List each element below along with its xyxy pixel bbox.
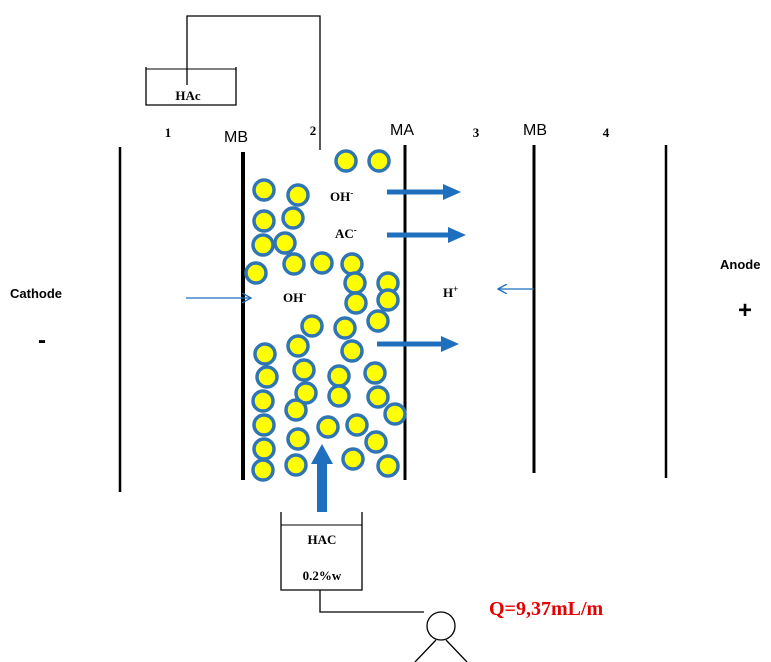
resin-bead bbox=[244, 261, 268, 285]
thick-arrow-oh bbox=[387, 184, 461, 200]
ion-label-ac: AC- bbox=[335, 225, 357, 241]
resin-bead bbox=[252, 437, 276, 461]
resin-bead bbox=[343, 271, 367, 295]
bottom-reservoir-label: HAC bbox=[308, 532, 337, 547]
resin-bead bbox=[341, 447, 365, 471]
resin-bead bbox=[334, 149, 358, 173]
resin-bead bbox=[284, 398, 308, 422]
resin-bead bbox=[300, 314, 324, 338]
compartment-1-label: 1 bbox=[165, 125, 172, 140]
top-feed-tube bbox=[186, 15, 321, 150]
resin-bead bbox=[363, 361, 387, 385]
membrane-mb-right-label: MB bbox=[523, 122, 547, 139]
thick-arrow-upflow bbox=[311, 444, 333, 512]
thick-arrow-ac bbox=[387, 227, 466, 243]
compartment-4-label: 4 bbox=[603, 125, 610, 140]
resin-bead bbox=[376, 288, 400, 312]
cathode-sign: - bbox=[38, 327, 46, 354]
compartment-3-label: 3 bbox=[473, 125, 480, 140]
resin-bead bbox=[294, 381, 318, 405]
resin-bead bbox=[252, 178, 276, 202]
resin-bead bbox=[316, 415, 340, 439]
resin-bead bbox=[364, 430, 388, 454]
resin-bead bbox=[273, 231, 297, 255]
resin-bead bbox=[376, 454, 400, 478]
membrane-ma-label: MA bbox=[390, 122, 414, 139]
anode-label: Anode bbox=[720, 257, 760, 272]
resin-beads bbox=[244, 149, 407, 482]
top-reservoir-label: HAc bbox=[175, 88, 201, 103]
resin-bead bbox=[286, 183, 310, 207]
bottom-reservoir-container bbox=[280, 512, 363, 591]
resin-bead bbox=[345, 413, 369, 437]
resin-bead bbox=[292, 358, 316, 382]
resin-bead bbox=[327, 384, 351, 408]
resin-bead bbox=[340, 339, 364, 363]
resin-bead bbox=[344, 291, 368, 315]
anode-sign: + bbox=[738, 297, 752, 324]
resin-bead bbox=[286, 427, 310, 451]
resin-bead bbox=[327, 364, 351, 388]
resin-bead bbox=[281, 206, 305, 230]
resin-bead bbox=[366, 309, 390, 333]
resin-bead bbox=[251, 233, 275, 257]
membrane-mb-left-label: MB bbox=[224, 129, 248, 146]
cathode-label: Cathode bbox=[10, 286, 62, 301]
resin-bead bbox=[255, 365, 279, 389]
pump-icon bbox=[414, 611, 468, 662]
compartment-2-label: 2 bbox=[310, 123, 317, 138]
resin-bead bbox=[251, 389, 275, 413]
thick-arrow-lower bbox=[377, 336, 459, 352]
resin-bead bbox=[251, 458, 275, 482]
pump-tube bbox=[319, 590, 424, 613]
resin-bead bbox=[252, 413, 276, 437]
resin-bead bbox=[310, 251, 334, 275]
flow-rate-label: Q=9,37mL/m bbox=[489, 598, 604, 620]
bottom-reservoir-concentration: 0.2%w bbox=[303, 568, 342, 583]
resin-bead bbox=[340, 252, 364, 276]
resin-bead bbox=[366, 385, 390, 409]
resin-bead bbox=[286, 334, 310, 358]
ion-label-oh-top: OH- bbox=[330, 188, 353, 204]
resin-bead bbox=[333, 316, 357, 340]
resin-bead bbox=[253, 342, 277, 366]
resin-bead bbox=[383, 402, 407, 426]
bottom-hac-reservoir: HAC 0.2%w bbox=[280, 512, 363, 591]
resin-bead bbox=[367, 149, 391, 173]
ion-label-oh-middle: OH- bbox=[283, 289, 306, 305]
ion-label-h: H+ bbox=[443, 284, 458, 300]
resin-bead bbox=[252, 209, 276, 233]
resin-bead bbox=[282, 252, 306, 276]
top-hac-reservoir: HAc bbox=[145, 67, 237, 106]
resin-bead bbox=[284, 453, 308, 477]
top-reservoir-container bbox=[145, 67, 237, 106]
